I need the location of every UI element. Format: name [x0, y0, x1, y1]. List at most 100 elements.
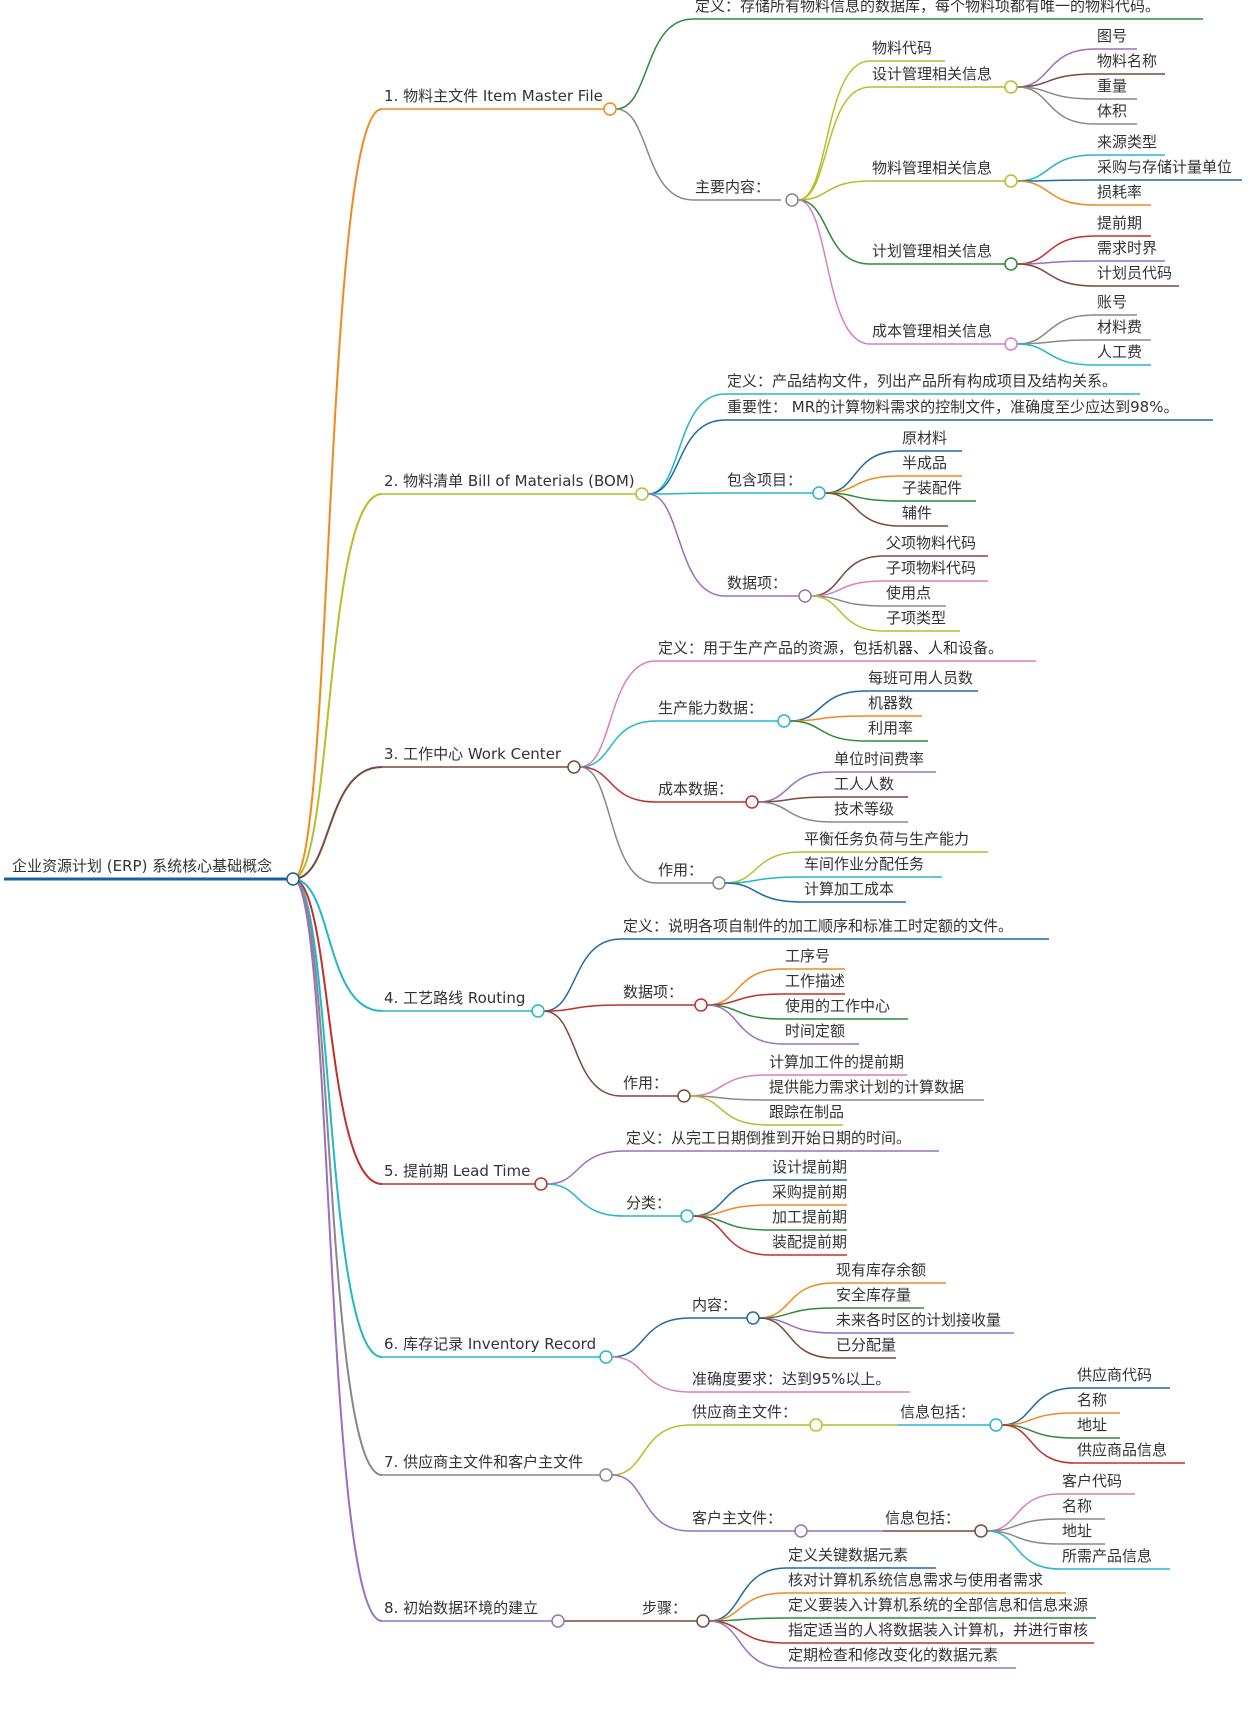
- subtopic: 作用：: [658, 861, 703, 879]
- leaf-topic: 提前期: [1097, 214, 1142, 232]
- branch-toggle-8[interactable]: [551, 1614, 565, 1628]
- subtopic: 作用：: [623, 1074, 668, 1092]
- leaf-edge: [797, 180, 871, 201]
- leaf-topic: 计算加工件的提前期: [769, 1053, 904, 1071]
- leaf-topic: 工序号: [785, 947, 830, 965]
- subtopic-toggle[interactable]: [712, 876, 726, 890]
- subtopic-edge: [611, 1356, 691, 1393]
- leaf-topic: 计划管理相关信息: [872, 242, 992, 260]
- subtopic-toggle[interactable]: [677, 1089, 691, 1103]
- subtopic-toggle[interactable]: [1004, 174, 1018, 188]
- leaf-topic: 需求时界: [1097, 239, 1157, 257]
- leaf-edge: [706, 968, 784, 1006]
- leaf-topic: 设计管理相关信息: [872, 65, 992, 83]
- subtopic-toggle[interactable]: [696, 1614, 710, 1628]
- subtopic-toggle[interactable]: [974, 1524, 988, 1538]
- leaf-edge: [708, 1592, 787, 1622]
- leaf-topic: 机器数: [868, 694, 913, 712]
- branch-edge-3: [292, 766, 383, 880]
- leaf-edge: [1016, 48, 1096, 88]
- leaf-edge: [1016, 263, 1096, 287]
- subtopic-toggle[interactable]: [809, 1418, 823, 1432]
- leaf-topic: 利用率: [868, 719, 913, 737]
- leaf-topic: 体积: [1097, 102, 1127, 120]
- leaf-edge: [789, 715, 867, 722]
- branch-toggle-1[interactable]: [603, 102, 617, 116]
- leaf-topic: 现有库存余额: [836, 1261, 926, 1279]
- subtopic: 数据项：: [727, 574, 787, 592]
- leaf-edge: [789, 720, 867, 742]
- subtopic-edge: [647, 492, 726, 495]
- subtopic-toggle[interactable]: [798, 589, 812, 603]
- leaf-topic: 跟踪在制品: [769, 1103, 844, 1121]
- leaf-edge: [758, 1282, 835, 1319]
- leaf-topic: 定义关键数据元素: [788, 1546, 908, 1564]
- leaf-edge: [1016, 314, 1096, 345]
- leaf-topic: 工人人数: [834, 775, 894, 793]
- leaf-topic: 工作描述: [785, 972, 845, 990]
- branch-edge-2: [292, 493, 383, 880]
- leaf-topic: 材料费: [1097, 318, 1142, 336]
- subtopic: 分类：: [626, 1194, 671, 1212]
- leaf-topic: 车间作业分配任务: [804, 855, 924, 873]
- subtopic-toggle[interactable]: [1004, 257, 1018, 271]
- leaf-topic: 使用的工作中心: [785, 997, 890, 1015]
- subtopic-toggle[interactable]: [812, 486, 826, 500]
- branch-edge-4: [292, 878, 383, 1012]
- leaf-edge: [692, 1215, 771, 1256]
- branch-topic-8: 8. 初始数据环境的建立: [384, 1599, 538, 1617]
- branch-toggle-2[interactable]: [635, 487, 649, 501]
- branch-edge-1: [292, 108, 383, 880]
- leaf-topic: 采购与存储计量单位: [1097, 158, 1232, 176]
- subtopic-toggle[interactable]: [785, 193, 799, 207]
- leaf-edge: [1001, 1424, 1076, 1464]
- leaf-edge: [708, 1567, 787, 1622]
- subtopic-toggle[interactable]: [694, 998, 708, 1012]
- branch-topic-6: 6. 库存记录 Inventory Record: [384, 1335, 596, 1353]
- leaf-edge: [1016, 154, 1096, 182]
- subtopic: 信息包括：: [885, 1509, 960, 1527]
- leaf-topic: 加工提前期: [772, 1208, 847, 1226]
- leaf-topic: 核对计算机系统信息需求与使用者需求: [788, 1571, 1043, 1589]
- leaf-topic: 名称: [1077, 1391, 1107, 1409]
- subtopic-toggle[interactable]: [745, 795, 759, 809]
- subtopic: 信息包括：: [900, 1403, 975, 1421]
- leaf-topic: 子项物料代码: [886, 559, 976, 577]
- subtopic-toggle[interactable]: [1004, 337, 1018, 351]
- leaf-topic: 客户代码: [1062, 1472, 1122, 1490]
- leaf-edge: [797, 60, 871, 201]
- leaf-edge: [986, 1493, 1061, 1532]
- leaf-edge: [1001, 1387, 1076, 1426]
- root-toggle[interactable]: [286, 872, 300, 886]
- leaf-edge: [797, 199, 871, 345]
- subtopic-toggle[interactable]: [1004, 80, 1018, 94]
- subtopic-toggle[interactable]: [989, 1418, 1003, 1432]
- leaf-topic: 父项物料代码: [886, 534, 976, 552]
- branch-toggle-3[interactable]: [567, 760, 581, 774]
- subtopic-edge: [579, 766, 657, 884]
- leaf-edge: [789, 690, 867, 722]
- subtopic-edge: [647, 393, 726, 495]
- subtopic: 包含项目：: [727, 471, 802, 489]
- leaf-topic: 损耗率: [1097, 183, 1142, 201]
- subtopic: 数据项：: [623, 983, 683, 1001]
- subtopic-toggle[interactable]: [794, 1524, 808, 1538]
- leaf-topic: 未来各时区的计划接收量: [836, 1311, 1001, 1329]
- subtopic-edge: [543, 1004, 622, 1012]
- branch-edge-5: [292, 878, 383, 1185]
- subtopic-toggle[interactable]: [777, 714, 791, 728]
- branch-toggle-5[interactable]: [534, 1177, 548, 1191]
- leaf-edge: [797, 199, 871, 265]
- subtopic-toggle[interactable]: [746, 1311, 760, 1325]
- leaf-topic: 计划员代码: [1097, 264, 1172, 282]
- branch-toggle-6[interactable]: [599, 1350, 613, 1364]
- subtopic-toggle[interactable]: [680, 1209, 694, 1223]
- subtopic-edge: [611, 1424, 691, 1476]
- subtopic-edge: [579, 766, 657, 803]
- leaf-edge: [706, 1004, 784, 1045]
- leaf-topic: 成本管理相关信息: [872, 322, 992, 340]
- branch-toggle-4[interactable]: [531, 1004, 545, 1018]
- branch-toggle-7[interactable]: [599, 1468, 613, 1482]
- leaf-topic: 设计提前期: [772, 1158, 847, 1176]
